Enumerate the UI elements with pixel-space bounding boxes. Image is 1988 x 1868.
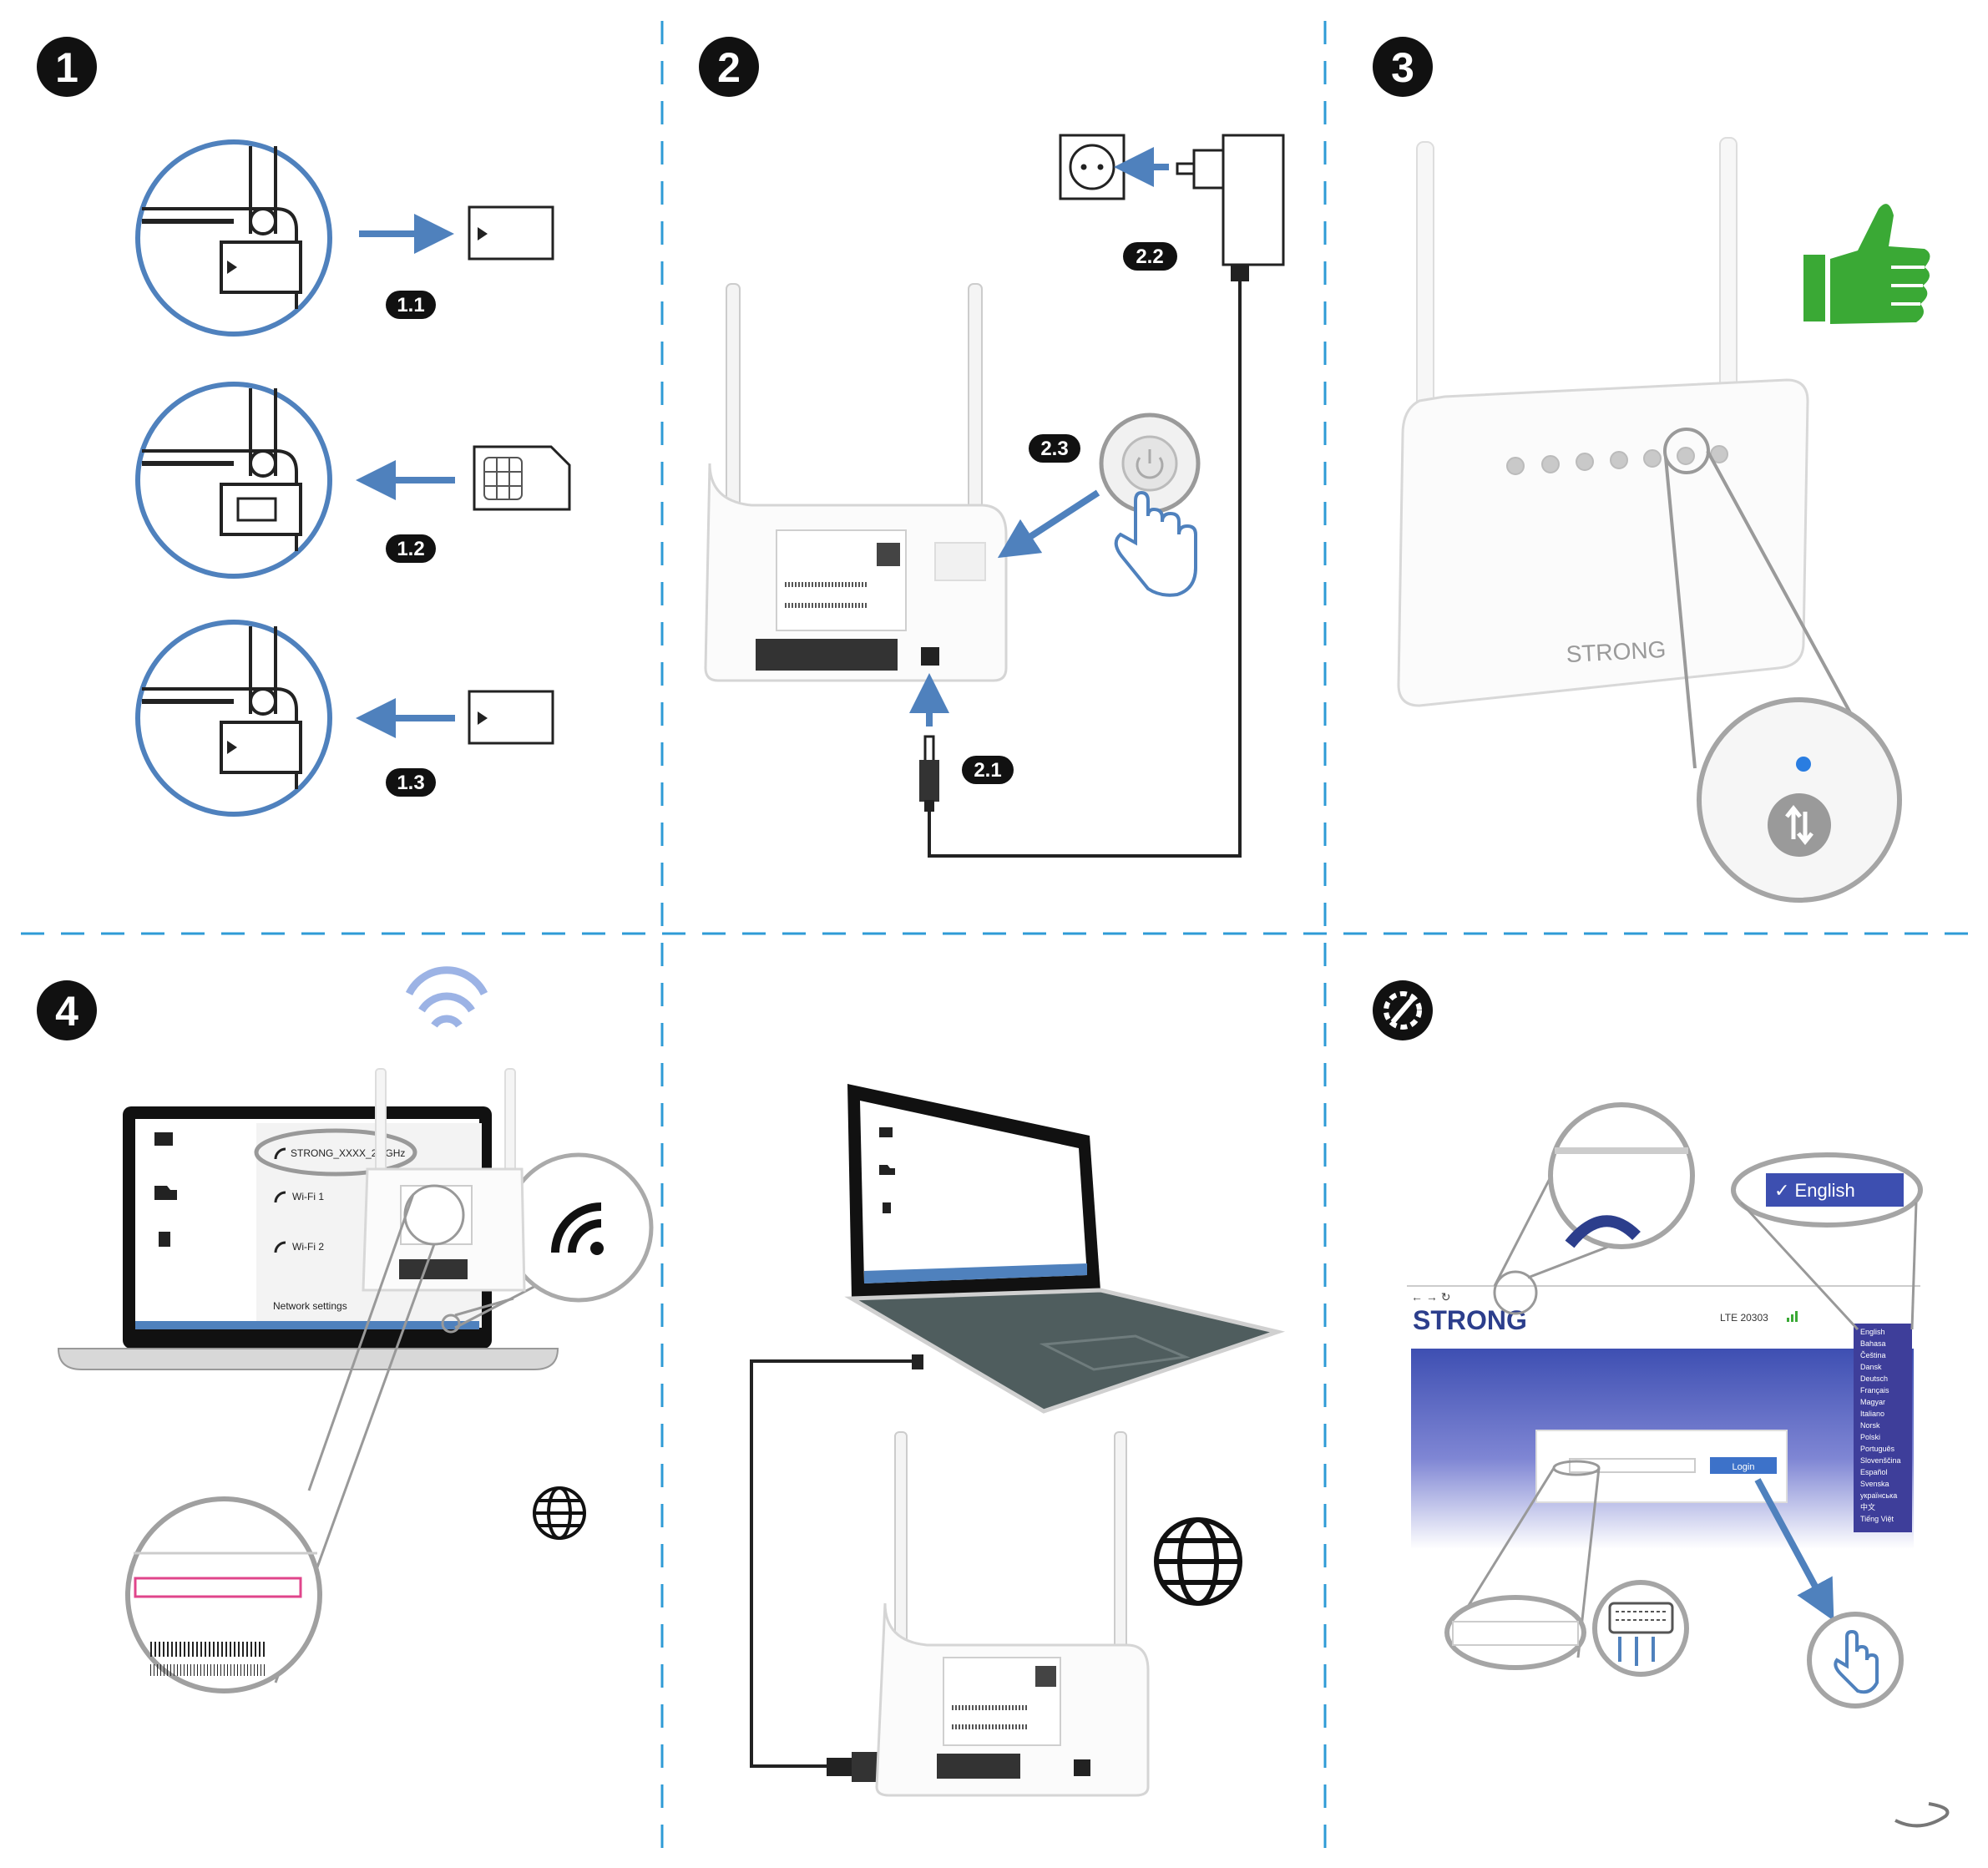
power-outlet-icon (1060, 135, 1124, 199)
language-option[interactable]: Français (1860, 1386, 1889, 1395)
network-settings-link[interactable]: Network settings (273, 1300, 347, 1312)
substep-badge-1-2: 1.2 (386, 534, 436, 563)
language-option[interactable]: Magyar (1860, 1398, 1885, 1406)
globe-icon-large (1156, 1520, 1240, 1603)
web-ui-logo: STRONG (1413, 1305, 1527, 1335)
substep-badge-2-1: 2.1 (962, 756, 1014, 784)
network-status-text: LTE 20303 (1720, 1312, 1768, 1324)
sd-card-icon (469, 207, 553, 259)
language-option[interactable]: 中文 (1860, 1502, 1875, 1511)
step-number-3: 3 (1391, 44, 1414, 91)
svg-text:2.1: 2.1 (974, 759, 1001, 782)
language-option[interactable]: Bahasa (1860, 1339, 1886, 1348)
svg-text:1.3: 1.3 (397, 772, 424, 794)
svg-text:2.2: 2.2 (1136, 246, 1163, 268)
substep-badge-2-3: 2.3 (1029, 434, 1080, 463)
step-badge-4: 4 (37, 980, 97, 1040)
page-curl-icon (1895, 1804, 1948, 1825)
wifi-network-2[interactable]: Wi-Fi 2 (292, 1241, 324, 1253)
browser-nav-icons[interactable]: ← → ↻ (1411, 1290, 1451, 1304)
language-selected[interactable]: ✓ English (1774, 1180, 1855, 1201)
language-option[interactable]: Svenska (1860, 1480, 1889, 1488)
language-option[interactable]: Polski (1860, 1433, 1880, 1441)
arrow-2-3 (1014, 493, 1098, 547)
router-brand-logo: STRONG (1566, 636, 1667, 667)
monitor-icon (154, 1132, 173, 1146)
sim-card-icon (474, 447, 569, 509)
substep-badge-1-1: 1.1 (386, 291, 436, 319)
substep-badge-1-3: 1.3 (386, 768, 436, 797)
dc-plug-icon (919, 737, 939, 812)
step-badge-1: 1 (37, 37, 97, 97)
language-option[interactable]: Español (1860, 1468, 1888, 1476)
language-option[interactable]: українська (1860, 1491, 1897, 1500)
language-option[interactable]: Dansk (1860, 1363, 1882, 1371)
sd-card-icon-2 (469, 691, 553, 743)
password-input[interactable] (1570, 1459, 1695, 1472)
laptop-wifi: STRONG_XXXX_2.4GHz Wi-Fi 1 Wi-Fi 2 Netwo… (58, 1106, 651, 1369)
language-option[interactable]: Italiano (1860, 1410, 1884, 1418)
step-badge-2: 2 (699, 37, 759, 97)
svg-text:2.3: 2.3 (1040, 438, 1068, 460)
sim-slot-zoom-1 (138, 142, 330, 334)
router-front-view: STRONG (1399, 138, 1808, 706)
power-button-zoom (1101, 415, 1198, 512)
substep-badge-2-2: 2.2 (1123, 242, 1177, 271)
trash-icon (159, 1232, 170, 1247)
sim-slot-zoom-3 (138, 622, 330, 814)
router-back-view (706, 284, 1006, 681)
thumbs-up-icon (1803, 204, 1930, 324)
language-option[interactable]: Čeština (1860, 1351, 1886, 1359)
step-number-4: 4 (55, 988, 78, 1035)
language-option[interactable]: Português (1860, 1445, 1895, 1453)
settings-wrench-icon (1373, 980, 1433, 1040)
svg-text:1.2: 1.2 (397, 538, 424, 560)
wifi-network-1[interactable]: Wi-Fi 1 (292, 1191, 324, 1202)
step-number-2: 2 (717, 44, 741, 91)
language-option[interactable]: Tiếng Việt (1860, 1515, 1894, 1523)
globe-icon-small (534, 1488, 584, 1538)
step-badge-3: 3 (1373, 37, 1433, 97)
keyboard-icon (1610, 1603, 1672, 1633)
sim-slot-zoom-2 (138, 384, 330, 576)
svg-text:Login: Login (1733, 1462, 1755, 1472)
svg-text:1.1: 1.1 (397, 294, 424, 316)
web-ui-screenshot: ← → ↻ STRONG LTE 20303 Login EnglishBaha… (1407, 1105, 1920, 1706)
language-option[interactable]: Slovenščina (1860, 1456, 1901, 1465)
router-back-view-2 (877, 1432, 1148, 1795)
step-number-1: 1 (55, 44, 78, 91)
language-option[interactable]: Deutsch (1860, 1374, 1888, 1383)
signal-bars-icon (1787, 1311, 1798, 1322)
wifi-ssid-selected[interactable]: STRONG_XXXX_2.4GHz (291, 1147, 405, 1159)
language-option[interactable]: English (1860, 1328, 1885, 1336)
language-option[interactable]: Norsk (1860, 1421, 1880, 1430)
